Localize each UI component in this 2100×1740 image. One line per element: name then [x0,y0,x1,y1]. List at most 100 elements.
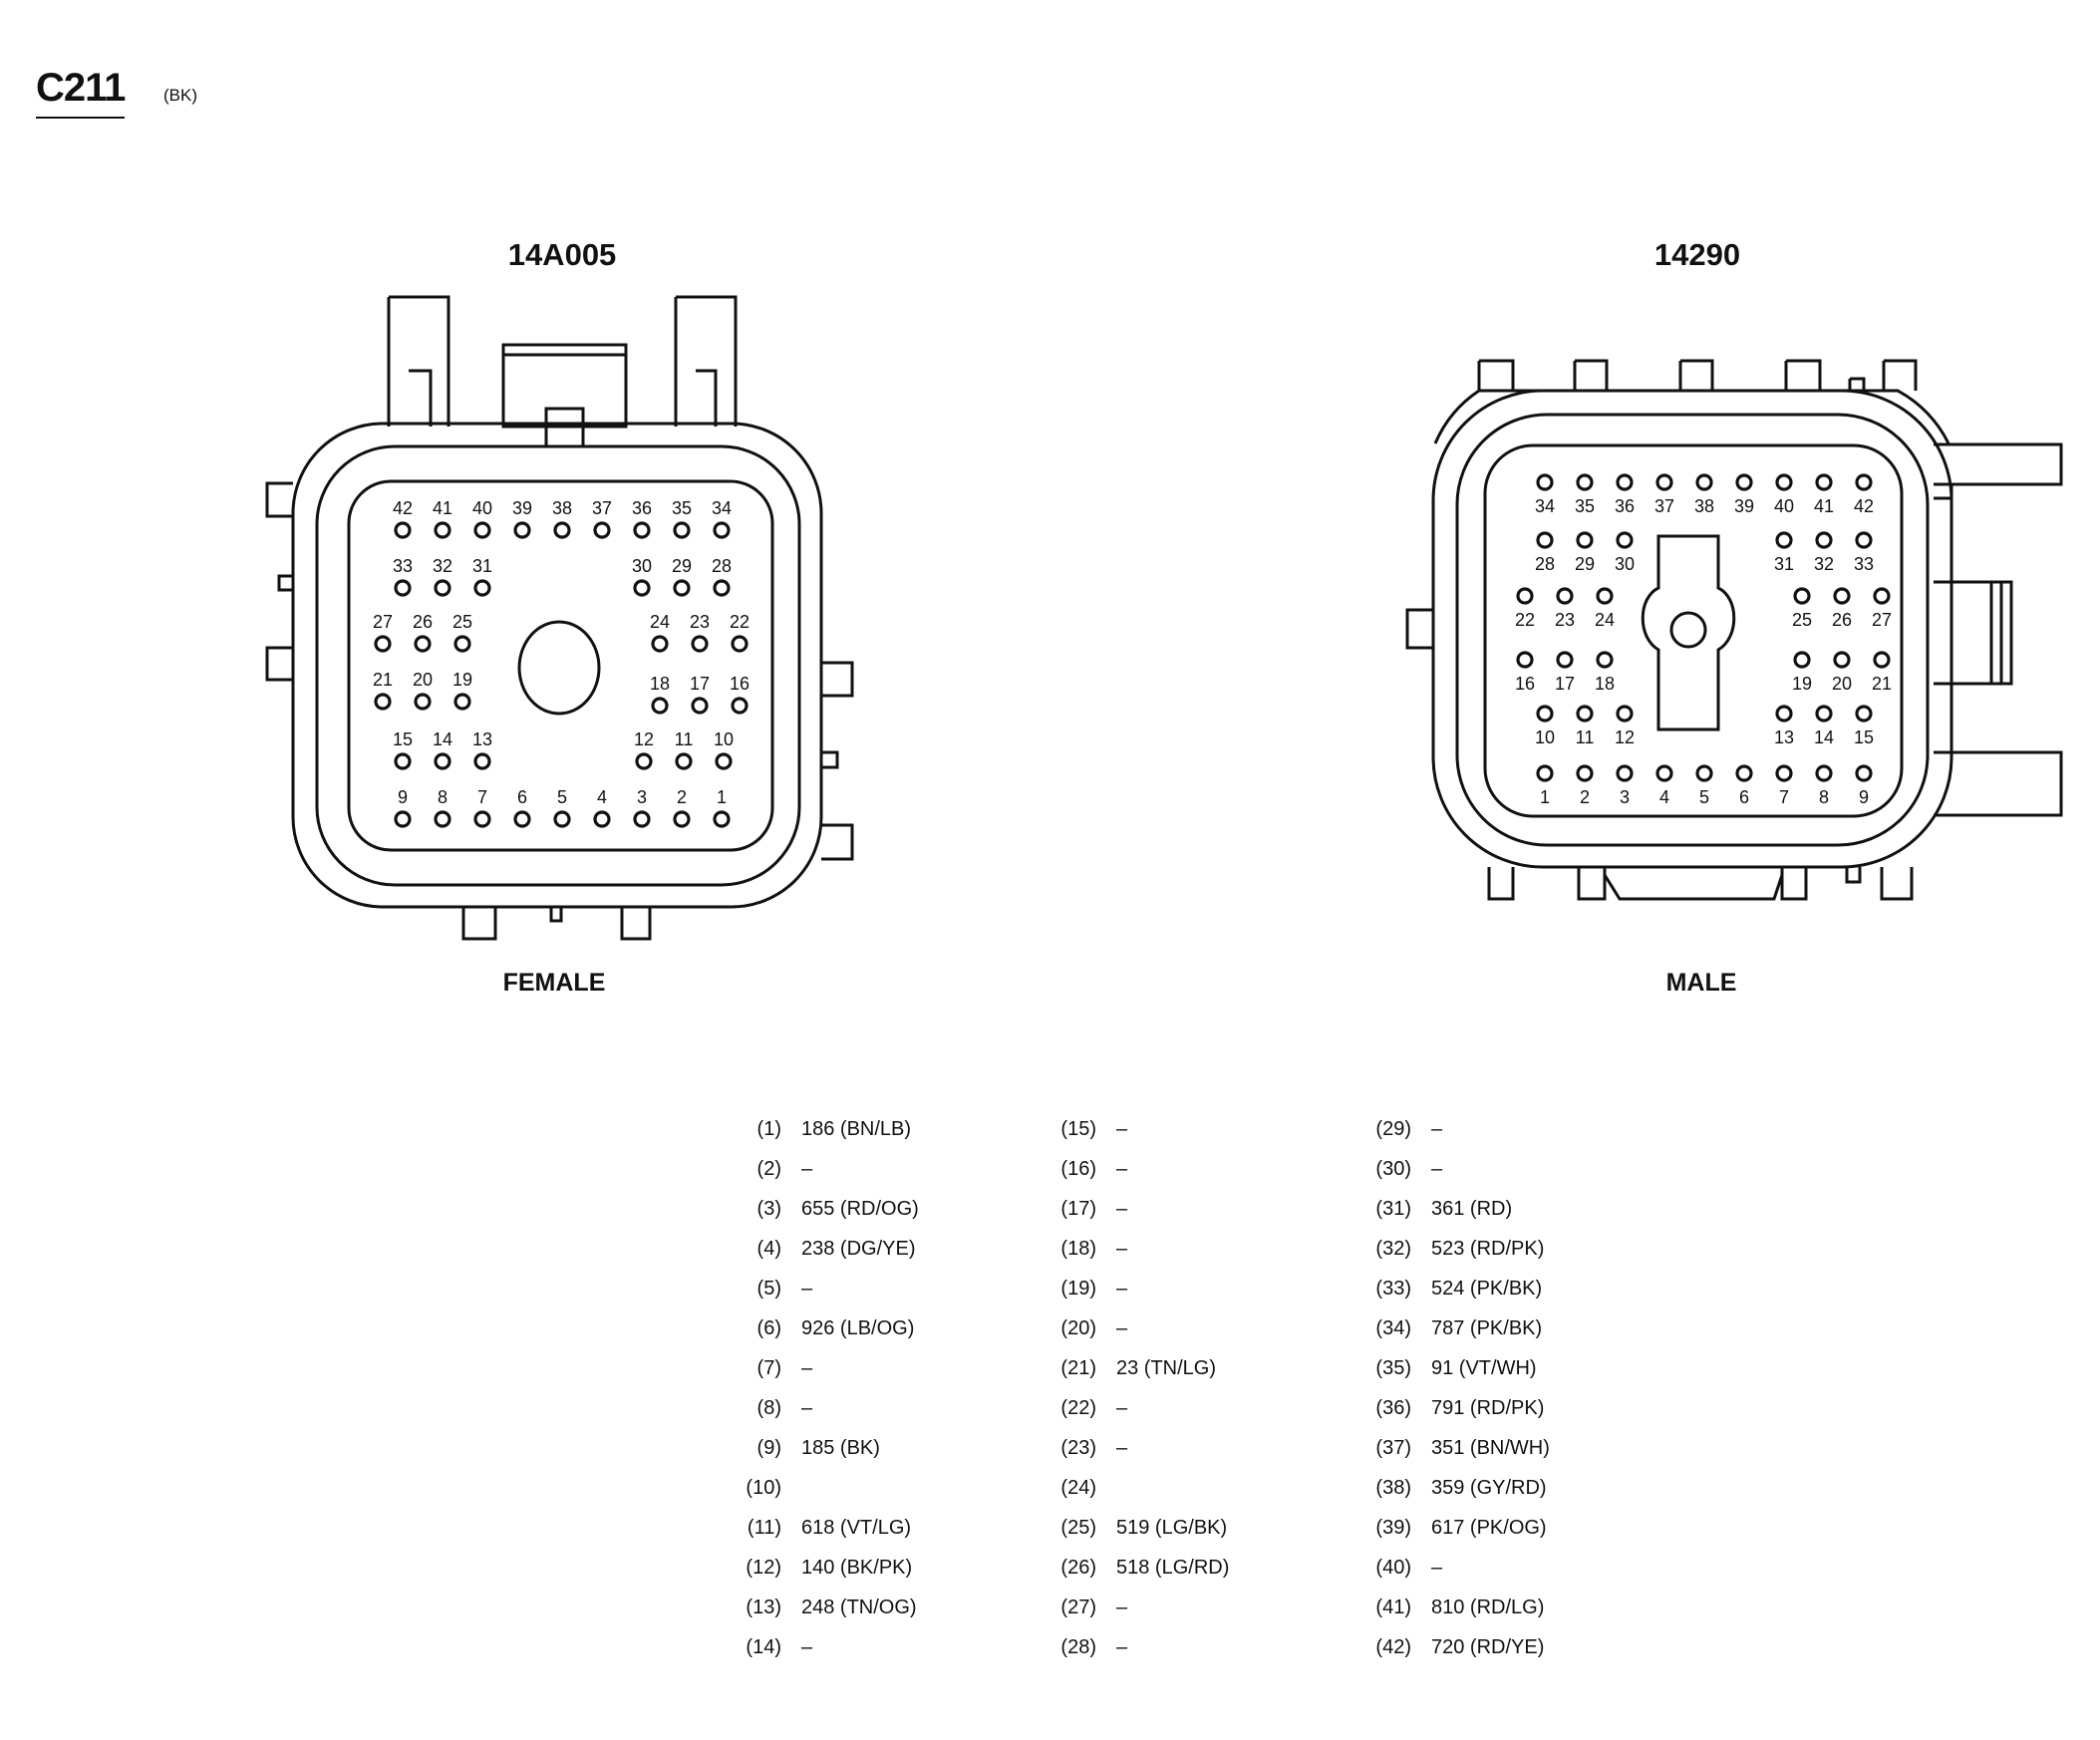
male-pin [1815,473,1833,491]
male-pin [1536,473,1554,491]
pin-assignment-row: (6)926 (LB/OG) [728,1317,915,1340]
circuit-code: 518 (LG/RD) [1116,1557,1230,1579]
male-pin [1616,764,1634,782]
female-pin [513,521,531,539]
pin-assignment-row: (42)720 (RD/YE) [1357,1636,1544,1659]
male-pin-label: 30 [1615,554,1635,574]
male-pin-label: 37 [1654,496,1674,516]
pin-assignment-row: (38)359 (GY/RD) [1357,1477,1546,1500]
female-pin-label: 13 [472,729,492,749]
pin-number: (36) [1375,1397,1411,1419]
male-pin-label: 10 [1535,727,1555,747]
pin-assignment-row: (14)– [728,1636,812,1659]
male-pin [1695,764,1713,782]
pin-assignment-row: (27)– [1043,1596,1127,1619]
left-gender-label: FEMALE [502,969,606,997]
pin-assignment-row: (3)655 (RD/OG) [728,1198,919,1221]
circuit-code: 361 (RD) [1431,1198,1513,1220]
female-pin [713,810,731,828]
male-pin [1616,705,1634,723]
male-pin [1655,473,1673,491]
pin-number: (21) [1060,1357,1096,1379]
female-pin [414,693,432,711]
male-pin-label: 19 [1792,674,1812,694]
pin-number: (38) [1375,1477,1411,1499]
male-pin-label: 5 [1699,787,1709,807]
female-pin-label: 34 [712,498,732,518]
pin-number: (5) [756,1278,781,1300]
male-pin [1556,587,1574,605]
pin-assignment-row: (16)– [1043,1158,1127,1181]
pin-number: (37) [1375,1437,1411,1459]
male-pin [1833,587,1851,605]
pin-number: (32) [1375,1238,1411,1260]
male-pin [1576,705,1594,723]
circuit-code: – [1116,1596,1128,1618]
male-pin [1775,705,1793,723]
female-pin-label: 10 [714,729,734,749]
male-pin [1735,764,1753,782]
pin-number: (3) [756,1198,781,1220]
male-pin [1536,531,1554,549]
pin-number: (31) [1375,1198,1411,1220]
female-pin-label: 21 [373,670,393,690]
female-pin-label: 16 [730,674,750,694]
male-pin-label: 6 [1739,787,1749,807]
male-pin [1793,587,1811,605]
female-pin-label: 35 [672,498,692,518]
pin-assignment-row: (37)351 (BN/WH) [1357,1437,1549,1460]
circuit-code: – [1116,1636,1128,1658]
pin-assignment-row: (31) 361 (RD) [1357,1198,1512,1221]
pin-number: (28) [1060,1636,1096,1658]
pin-number: (25) [1060,1517,1096,1539]
pin-assignment-row: (41)810 (RD/LG) [1357,1596,1544,1619]
pin-assignment-row: (24) [1043,1477,1116,1500]
male-pin-label: 41 [1814,496,1834,516]
female-pin [473,810,491,828]
male-pin [1775,531,1793,549]
male-pin [1655,764,1673,782]
male-pin [1775,473,1793,491]
circuit-code: 524 (PK/BK) [1431,1278,1543,1300]
pin-assignment-row: (39) 617 (PK/OG) [1357,1517,1547,1540]
pin-number: (15) [1060,1118,1096,1140]
female-pin-label: 19 [452,670,472,690]
female-pin-label: 37 [592,498,612,518]
female-pin-label: 4 [597,787,607,807]
circuit-code: 617 (PK/OG) [1431,1517,1547,1539]
female-pin-label: 28 [712,556,732,576]
pin-assignment-row: (17)– [1043,1198,1127,1221]
female-pin [553,521,571,539]
female-pin-grid: 1234567891011121314151617181920212223242… [373,498,750,828]
pin-assignment-row: (25)519 (LG/BK) [1043,1517,1227,1540]
male-pin-label: 17 [1555,674,1575,694]
female-pin-label: 22 [730,612,750,632]
male-pin [1556,651,1574,669]
pin-number: (6) [756,1317,781,1339]
circuit-code: – [1116,1158,1128,1180]
female-pin-label: 33 [393,556,413,576]
pin-assignment-row: (40)– [1357,1557,1442,1580]
pin-assignment-row: (22)– [1043,1397,1127,1420]
female-pin-label: 11 [675,729,694,749]
male-pin [1695,473,1713,491]
female-pin [633,521,651,539]
male-pin-label: 29 [1575,554,1595,574]
pin-assignment-row: (28)– [1043,1636,1127,1659]
female-pin [593,521,611,539]
pin-number: (39) [1375,1517,1411,1539]
circuit-code: – [1116,1317,1128,1339]
male-pin-label: 3 [1620,787,1630,807]
male-pin-label: 9 [1859,787,1869,807]
pin-number: (33) [1375,1278,1411,1300]
pin-number: (12) [746,1557,781,1579]
male-pin-label: 18 [1595,674,1615,694]
female-pin-label: 38 [552,498,572,518]
female-pin-label: 12 [634,729,654,749]
pin-assignment-row: (33) 524 (PK/BK) [1357,1278,1542,1301]
male-pin [1596,587,1614,605]
male-pin-label: 20 [1832,674,1852,694]
pin-number: (27) [1060,1596,1096,1618]
female-connector-body [265,295,854,941]
pin-assignment-row: (9)185 (BK) [728,1437,880,1460]
